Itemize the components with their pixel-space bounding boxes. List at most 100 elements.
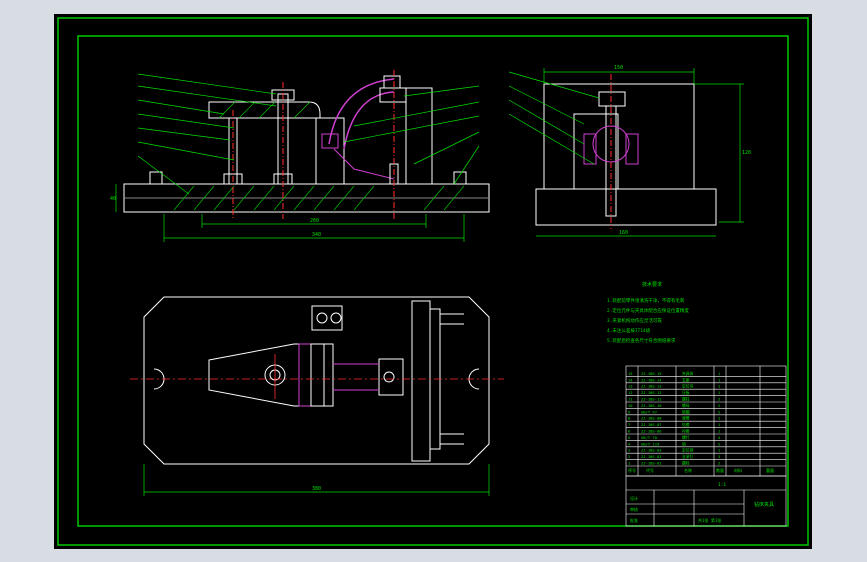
side-view — [535, 74, 717, 229]
bom-cell-code: GB/T 97 — [641, 409, 657, 414]
dim-height-left: 40 — [110, 196, 116, 202]
bom-table — [625, 365, 787, 477]
bom-header-qty: 数量 — [716, 467, 724, 473]
bom-cell-name: 螺柱 — [682, 397, 690, 402]
note-line: 3.夹紧机构动作应灵活可靠 — [607, 317, 662, 324]
bom-cell-code: ZJ-1BS-03 — [641, 448, 662, 453]
inner-frame — [77, 35, 789, 527]
front-view — [123, 70, 490, 219]
notes-list: 1.装配前零件须清洗干净，不得有毛刺 2.定位元件与夹具体配合应保证位置精度 3… — [607, 297, 689, 344]
bom-cell-qty: 3 — [718, 454, 720, 459]
bom-cell-name: 弹簧 — [682, 416, 690, 421]
bom-cell-code: ZJ-1BS-15 — [641, 371, 662, 376]
title-block-scale: 1:1 — [718, 482, 726, 488]
bom-cell-qty: 1 — [718, 416, 721, 421]
title-block-approve: 批准 — [630, 517, 638, 523]
bom-cell-index: 9 — [628, 409, 631, 414]
top-dimensions — [143, 464, 490, 496]
bom-cell-index: 5 — [628, 435, 630, 440]
drawing-canvas[interactable]: 340 260 40 — [54, 14, 812, 549]
bom-cell-code: ZJ-1BS-10 — [641, 403, 662, 408]
dim-front-inner: 260 — [310, 218, 319, 224]
title-block-title: 钻床夹具 — [754, 501, 774, 508]
bom-header-name: 名称 — [684, 467, 692, 473]
bom-cell-name: 定位销 — [682, 448, 694, 453]
bom-cell-qty: 1 — [718, 429, 721, 434]
top-view — [143, 296, 490, 465]
title-block — [625, 475, 787, 527]
bom-cell-code: ZJ-1BS-12 — [641, 390, 662, 395]
bom-cell-index: 3 — [628, 448, 630, 453]
bom-cell-index: 7 — [628, 422, 630, 427]
bom-cell-index: 14 — [628, 377, 633, 382]
bom-cell-code: ZJ-1BS-14 — [641, 377, 662, 382]
bom-cell-code: ZJ-1BS-06 — [641, 429, 662, 434]
bom-cell-code: ZJ-1BS-11 — [641, 397, 662, 402]
bom-cell-qty: 4 — [718, 435, 721, 440]
bom-cell-name: 夹具体 — [682, 371, 694, 376]
bom-cell-qty: 2 — [718, 409, 720, 414]
bom-header-code: 代号 — [646, 467, 654, 473]
bom-cell-name: 螺母 — [682, 403, 690, 408]
bom-cell-index: 2 — [628, 454, 630, 459]
bom-header-material: 材料 — [734, 467, 742, 473]
bom-cell-code: ZJ-1BS-13 — [641, 384, 662, 389]
bom-cell-index: 6 — [628, 429, 631, 434]
bom-cell-name: 钻套 — [682, 422, 690, 427]
bom-cell-name: 螺栓 — [682, 461, 690, 466]
title-block-design: 设计 — [630, 495, 638, 501]
bom-header-index: 序号 — [628, 467, 636, 473]
side-dimensions — [508, 68, 744, 237]
bom-cell-name: 支承钉 — [682, 454, 694, 459]
dim-front-width: 340 — [312, 232, 321, 238]
bom-cell-name: 销 — [682, 441, 686, 446]
notes-title: 技术要求 — [642, 281, 662, 288]
dim-side-height: 120 — [742, 150, 751, 156]
note-line: 5.装配后检查各尺寸符合图纸要求 — [607, 337, 676, 344]
bom-cell-code: GB/T 119 — [641, 441, 660, 446]
bom-cell-qty: 1 — [718, 448, 721, 453]
bom-cell-name: 螺钉 — [682, 435, 690, 440]
dim-side-base: 160 — [619, 230, 628, 236]
bom-cell-index: 12 — [628, 390, 633, 395]
bom-cell-index: 4 — [628, 441, 631, 446]
title-block-sheet: 共1张 第1张 — [698, 517, 721, 523]
bom-cell-name: 支座 — [682, 377, 690, 382]
outer-frame — [57, 17, 809, 546]
bom-cell-qty: 2 — [718, 441, 720, 446]
bom-cell-index: 15 — [628, 371, 633, 376]
bom-cell-index: 13 — [628, 384, 633, 389]
note-line: 2.定位元件与夹具体配合应保证位置精度 — [607, 307, 689, 314]
bom-cell-name: 压板 — [682, 390, 690, 395]
front-dimensions — [115, 73, 480, 242]
bom-cell-index: 11 — [628, 397, 633, 402]
bom-cell-qty: 2 — [718, 461, 720, 466]
bom-cell-code: GB/T 70 — [641, 435, 658, 440]
bom-cell-name: 垫圈 — [682, 409, 690, 414]
bom-cell-code: ZJ-1BS-02 — [641, 454, 662, 459]
bom-header-mass: 重量 — [766, 467, 774, 473]
bom-cell-qty: 2 — [718, 403, 720, 408]
bom-cell-qty: 1 — [718, 422, 721, 427]
bom-cell-code: ZJ-1BS-08 — [641, 416, 662, 421]
bom-cell-qty: 1 — [718, 377, 721, 382]
bom-cell-qty: 2 — [718, 397, 720, 402]
cad-drawing: 340 260 40 — [57, 17, 809, 546]
bom-cell-qty: 1 — [718, 384, 721, 389]
bom-cell-qty: 1 — [718, 371, 721, 376]
note-line: 1.装配前零件须清洗干净，不得有毛刺 — [607, 297, 685, 304]
bom-cell-name: 衬套 — [682, 429, 690, 434]
note-line: 4.未注公差按IT14级 — [607, 327, 651, 334]
bom-cell-index: 10 — [628, 403, 633, 408]
bom-cell-name: 定位块 — [682, 384, 694, 389]
title-block-check: 审核 — [630, 506, 638, 512]
bom-cell-qty: 1 — [718, 390, 721, 395]
bom-cell-index: 1 — [628, 461, 631, 466]
dim-side-width: 150 — [614, 65, 623, 71]
bom-cell-code: ZJ-1BS-01 — [641, 461, 662, 466]
dim-top-width: 380 — [312, 486, 321, 492]
bom-cell-index: 8 — [628, 416, 631, 421]
bom-cell-code: ZJ-1BS-07 — [641, 422, 662, 427]
